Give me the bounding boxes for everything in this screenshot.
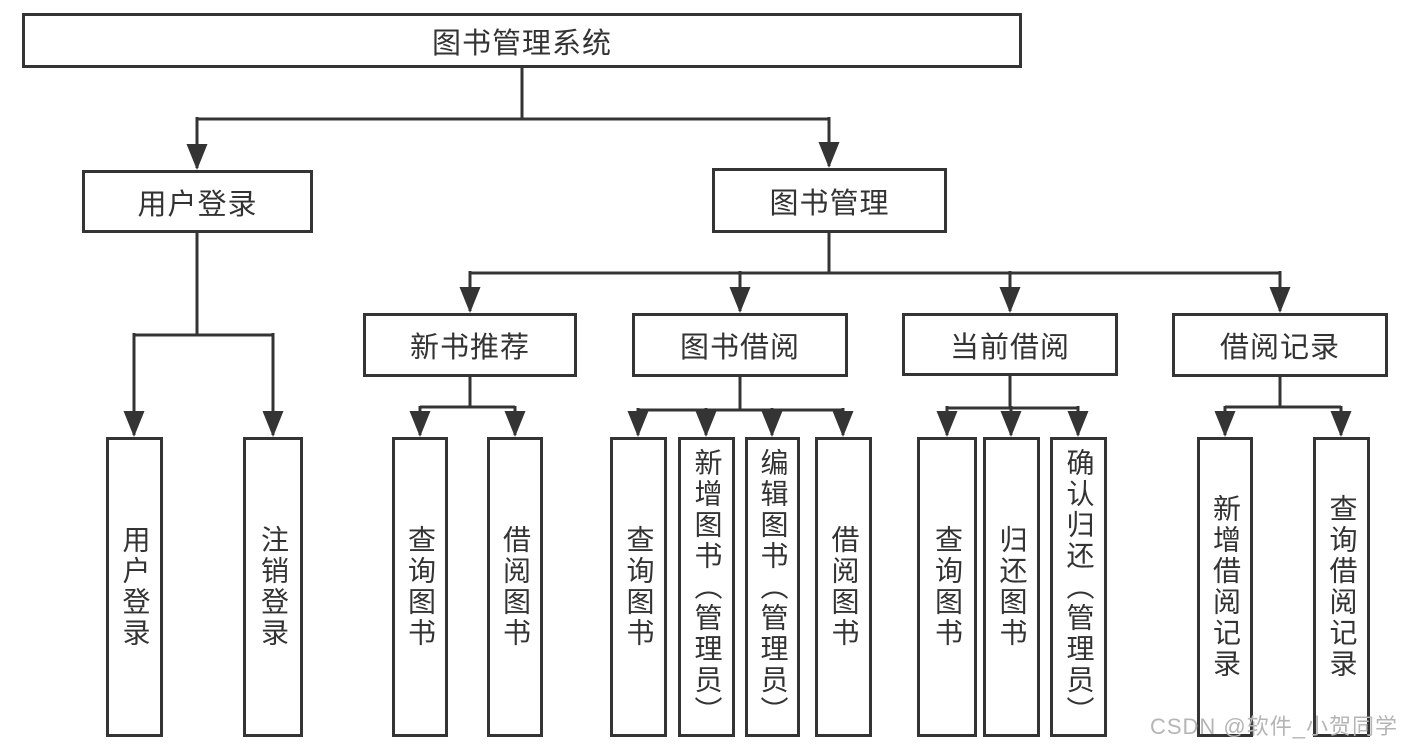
node-new-book-recommend: 新书推荐: [363, 313, 577, 377]
leaf-label: 注销登录: [258, 525, 289, 649]
leaf-query-books-recommend: 查询图书: [392, 437, 448, 737]
leaf-label: 借阅图书: [500, 525, 531, 649]
leaf-edit-books-admin: 编辑图书（管理员）: [745, 437, 800, 737]
node-user-login: 用户登录: [82, 170, 313, 233]
csdn-watermark: CSDN @软件_小贺同学: [1149, 714, 1398, 739]
node-library-management-system: 图书管理系统: [22, 13, 1022, 68]
leaf-label: 新增图书（管理员）: [691, 447, 723, 727]
leaf-borrow-books: 借阅图书: [815, 437, 872, 737]
leaf-label: 编辑图书（管理员）: [757, 447, 789, 727]
leaf-label: 确认归还（管理员）: [1063, 447, 1095, 727]
leaf-label: 查询图书: [623, 525, 655, 649]
leaf-add-borrow-record: 新增借阅记录: [1197, 437, 1253, 737]
leaf-label: 新增借阅记录: [1210, 494, 1241, 680]
node-current-borrowing: 当前借阅: [902, 313, 1118, 376]
node-borrowing-records: 借阅记录: [1172, 313, 1388, 377]
leaf-user-login: 用户登录: [106, 437, 163, 737]
leaf-query-books-borrow: 查询图书: [610, 437, 667, 737]
leaf-label: 查询图书: [932, 525, 963, 649]
leaf-label: 归还图书: [996, 525, 1028, 649]
leaf-confirm-return-admin: 确认归还（管理员）: [1050, 437, 1107, 737]
leaf-query-books-current: 查询图书: [917, 437, 977, 737]
node-book-borrowing: 图书借阅: [632, 313, 848, 377]
leaf-label: 查询借阅记录: [1326, 494, 1358, 680]
leaf-return-books: 归还图书: [983, 437, 1040, 737]
leaf-borrow-books-recommend: 借阅图书: [487, 437, 543, 737]
leaf-label: 借阅图书: [828, 525, 860, 649]
leaf-add-books-admin: 新增图书（管理员）: [678, 437, 735, 737]
leaf-logout: 注销登录: [243, 437, 303, 737]
leaf-query-borrow-record: 查询借阅记录: [1313, 437, 1370, 737]
leaf-label: 查询图书: [405, 525, 436, 649]
node-book-management: 图书管理: [712, 168, 947, 233]
leaf-label: 用户登录: [119, 525, 151, 649]
